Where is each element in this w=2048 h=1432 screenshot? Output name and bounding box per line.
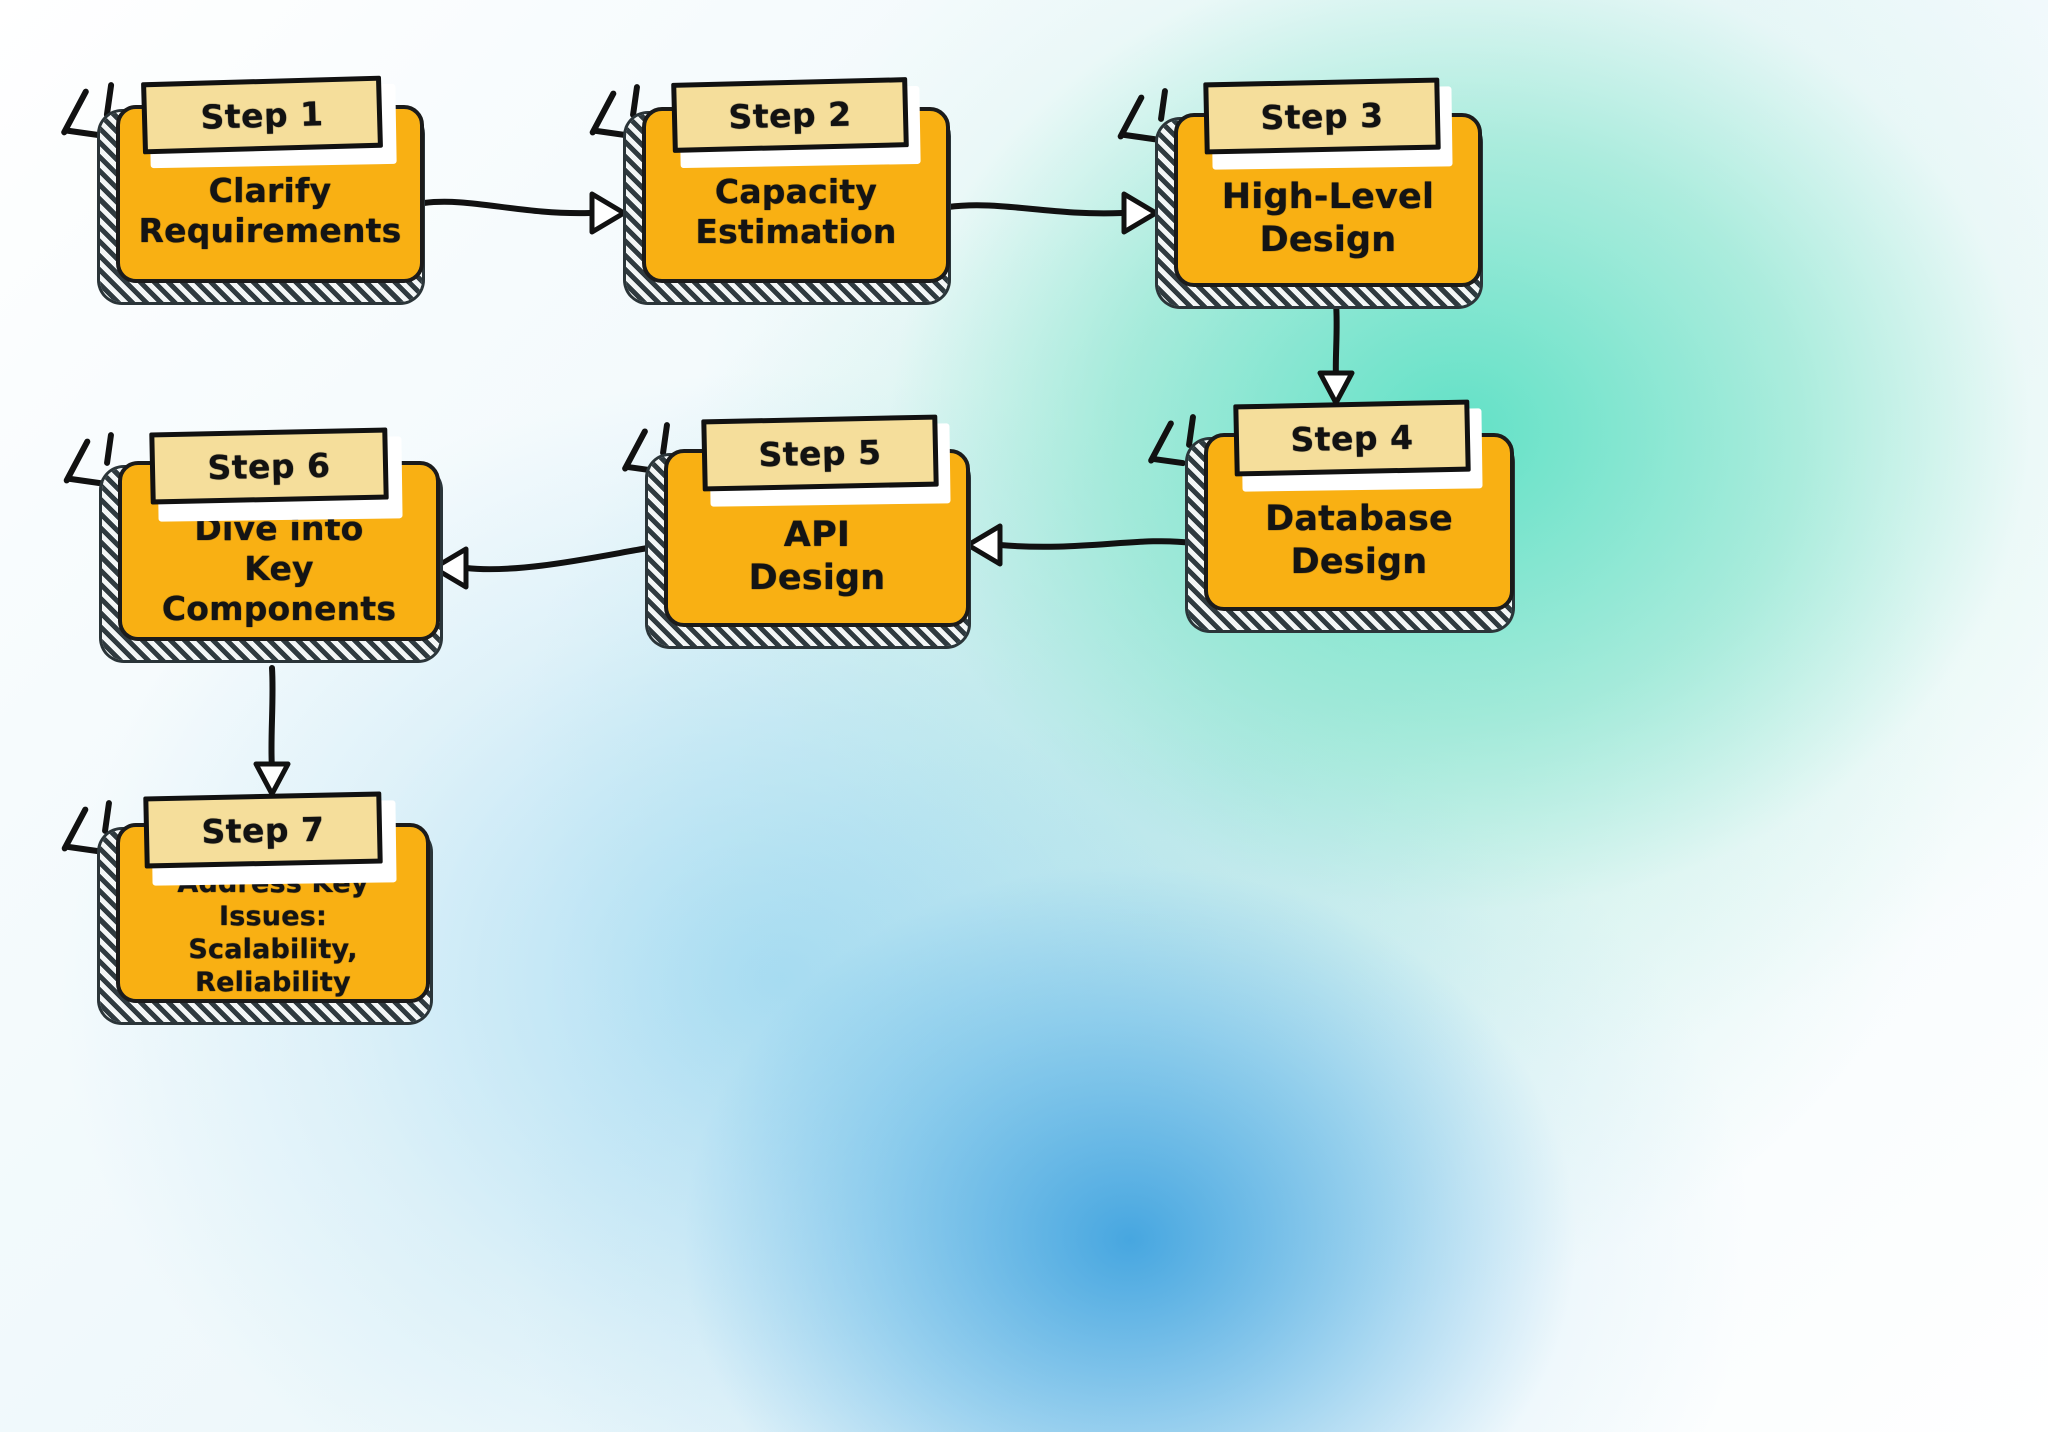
arrowhead-step3 — [1121, 191, 1159, 235]
edge-step1-step2 — [421, 198, 593, 217]
card-line2-step4: Design — [1290, 542, 1428, 582]
card-line2-step6: Key Components — [161, 548, 397, 629]
edge-step4-step5 — [997, 538, 1195, 550]
card-line1-step4: Database — [1265, 499, 1453, 540]
tab-label-step7: Step 7 — [201, 809, 325, 851]
card-text-step4: Database Design — [1265, 498, 1453, 583]
card-line2-step2: Estimation — [695, 212, 897, 251]
tab-label-step3: Step 3 — [1260, 95, 1384, 137]
card-line2-step7: Scalability, Reliability — [188, 934, 358, 998]
card-text-step6: Dive into Key Components — [122, 509, 436, 630]
card-text-step5: API Design — [749, 514, 886, 599]
tab-step3[interactable]: Step 3 — [1203, 77, 1441, 155]
card-line1-step3: High-Level — [1221, 177, 1435, 218]
tab-step2[interactable]: Step 2 — [671, 77, 909, 153]
card-text-step2: Capacity Estimation — [695, 172, 896, 253]
tab-label-step2: Step 2 — [728, 94, 852, 136]
card-text-step7: Address Key Issues: Scalability, Reliabi… — [120, 868, 426, 1000]
tab-label-step4: Step 4 — [1290, 417, 1414, 459]
card-line2-step3: Design — [1259, 220, 1397, 260]
tab-step6[interactable]: Step 6 — [149, 427, 389, 505]
edge-step5-step6 — [463, 545, 651, 573]
card-line1-step5: API — [783, 515, 851, 556]
tab-step5[interactable]: Step 5 — [701, 414, 939, 492]
card-line1-step2: Capacity — [714, 171, 878, 211]
edge-step3-step4 — [1332, 300, 1340, 380]
arrowhead-step2 — [589, 191, 627, 235]
card-line2-step5: Design — [748, 558, 886, 598]
edge-step6-step7 — [268, 665, 276, 771]
card-line2-step1: Requirements — [138, 211, 402, 250]
tab-label-step1: Step 1 — [199, 93, 325, 137]
arrowhead-step6 — [431, 546, 469, 590]
card-line1-step1: Clarify — [208, 170, 332, 210]
tab-step4[interactable]: Step 4 — [1233, 399, 1471, 477]
arrowhead-step4-down — [1317, 370, 1355, 406]
arrowhead-step7-down — [253, 761, 291, 797]
arrowhead-step5 — [965, 523, 1003, 567]
tab-label-step5: Step 5 — [758, 432, 882, 474]
tab-label-step6: Step 6 — [207, 445, 331, 487]
card-text-step1: Clarify Requirements — [139, 171, 402, 252]
tab-step1[interactable]: Step 1 — [141, 75, 383, 155]
tab-step7[interactable]: Step 7 — [143, 791, 383, 869]
edge-step2-step3 — [945, 202, 1125, 217]
card-text-step3: High-Level Design — [1222, 176, 1434, 261]
